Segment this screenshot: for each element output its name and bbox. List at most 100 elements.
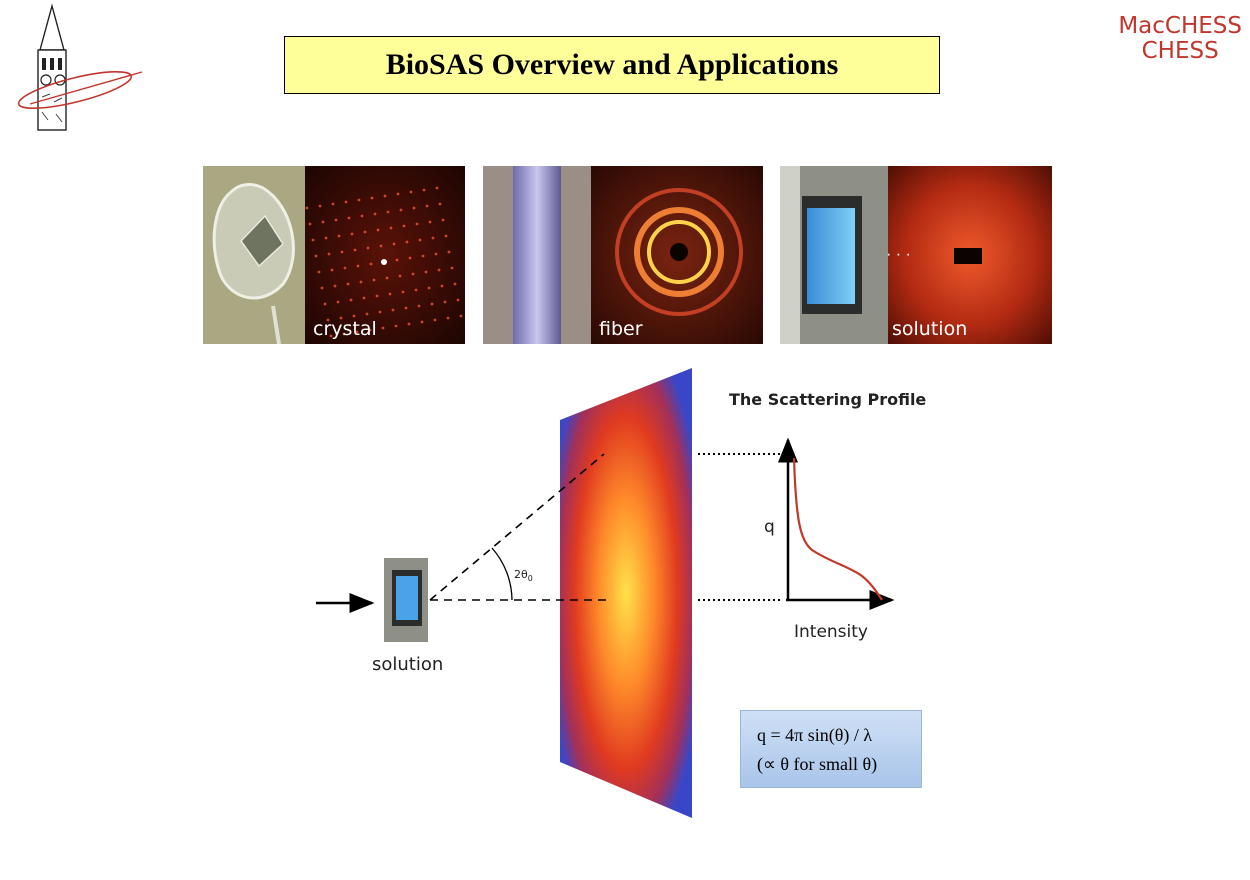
- diffraction-spot: [363, 230, 367, 234]
- diffraction-spot: [352, 314, 356, 318]
- diffraction-spot: [424, 270, 428, 274]
- org-chess: CHESS: [1141, 38, 1219, 64]
- diffraction-spot: [356, 264, 360, 268]
- diffraction-spot: [366, 246, 370, 250]
- diffraction-spot: [362, 296, 366, 300]
- diffraction-spot: [444, 234, 448, 238]
- scattering-diagram: 2θ0 The Scattering Profile q Intensity s…: [316, 368, 926, 818]
- diffraction-spot: [320, 286, 324, 290]
- diffraction-spot: [435, 186, 439, 190]
- sample-cell: [384, 558, 428, 642]
- org-label: MacCHESS CHESS: [1118, 14, 1242, 64]
- diffraction-spot: [311, 238, 315, 242]
- diffraction-spot: [447, 250, 451, 254]
- solution-panel-label: solution: [892, 318, 968, 340]
- diffraction-spot: [343, 266, 347, 270]
- diffraction-spot: [327, 252, 331, 256]
- solution-panel: · · · solution: [780, 166, 1052, 344]
- fiber-label: fiber: [599, 318, 643, 340]
- diffraction-spot: [329, 334, 333, 338]
- diffraction-spot: [333, 284, 337, 288]
- diffraction-spot: [441, 218, 445, 222]
- diffraction-spot: [446, 316, 450, 320]
- diffraction-spot: [386, 210, 390, 214]
- diffraction-spot: [433, 318, 437, 322]
- diffraction-spot: [370, 196, 374, 200]
- diffraction-spot: [360, 214, 364, 218]
- diffraction-spot: [378, 310, 382, 314]
- crystal-panel: crystal: [203, 166, 465, 344]
- diffraction-spot: [411, 272, 415, 276]
- q-formula: q = 4π sin(θ) / λ: [757, 725, 873, 745]
- diffraction-spot: [365, 312, 369, 316]
- diffraction-spot: [385, 276, 389, 280]
- diffraction-spot: [408, 256, 412, 260]
- angle-label: 2θ0: [514, 568, 533, 583]
- diffraction-spot: [414, 288, 418, 292]
- diffraction-spot: [331, 202, 335, 206]
- scattering-curve: [792, 457, 883, 601]
- slide-title: BioSAS Overview and Applications: [385, 48, 839, 81]
- diffraction-spot: [350, 232, 354, 236]
- diffraction-spot: [317, 270, 321, 274]
- diffraction-spot: [409, 190, 413, 194]
- diffraction-spot: [340, 250, 344, 254]
- diffraction-spot: [353, 248, 357, 252]
- diffraction-spot: [359, 280, 363, 284]
- q-formula-box: q = 4π sin(θ) / λ (∝ θ for small θ): [740, 710, 922, 788]
- diffraction-spot: [388, 292, 392, 296]
- diffraction-spot: [375, 294, 379, 298]
- diffraction-spot: [430, 302, 434, 306]
- diffraction-spot: [339, 316, 343, 320]
- diffraction-spot: [357, 198, 361, 202]
- diffraction-spot: [337, 234, 341, 238]
- diffraction-spot: [305, 206, 309, 210]
- diffraction-spot: [401, 290, 405, 294]
- diffraction-spot: [372, 278, 376, 282]
- diffraction-spot: [308, 222, 312, 226]
- diffraction-spot: [427, 286, 431, 290]
- sample-label: solution: [372, 654, 443, 675]
- q-axis-label: q: [764, 517, 775, 537]
- diffraction-spot: [376, 228, 380, 232]
- diffraction-spot: [395, 258, 399, 262]
- diffraction-spot: [399, 208, 403, 212]
- diffraction-spot: [383, 194, 387, 198]
- diffraction-spot: [381, 326, 385, 330]
- org-macchess: MacCHESS: [1118, 13, 1242, 39]
- ellipsis-dots: · · ·: [886, 246, 911, 263]
- chess-tower-logo: [10, 2, 145, 134]
- crystal-label: crystal: [313, 318, 377, 340]
- diffraction-spot: [428, 220, 432, 224]
- diffraction-spot: [412, 206, 416, 210]
- diffraction-spot: [425, 204, 429, 208]
- diffraction-spot: [349, 298, 353, 302]
- diffraction-spot: [314, 254, 318, 258]
- diffraction-spot: [346, 282, 350, 286]
- diffraction-spot: [321, 220, 325, 224]
- diffraction-spot: [420, 320, 424, 324]
- diffraction-spot: [434, 252, 438, 256]
- fiber-panel: fiber: [483, 166, 763, 344]
- q-formula-note: (∝ θ for small θ): [757, 754, 878, 774]
- intensity-axis-label: Intensity: [794, 622, 868, 642]
- scattered-beam-line: [429, 453, 605, 601]
- diffraction-spot: [450, 266, 454, 270]
- diffraction-spot: [368, 328, 372, 332]
- diffraction-spot: [417, 304, 421, 308]
- diffraction-spot: [373, 212, 377, 216]
- diffraction-spot: [440, 284, 444, 288]
- diffraction-spot: [318, 204, 322, 208]
- diffraction-spot: [347, 216, 351, 220]
- diffraction-spot: [334, 218, 338, 222]
- diffraction-spot: [330, 268, 334, 272]
- detector-panel: [560, 368, 692, 818]
- title-banner: BioSAS Overview and Applications: [284, 36, 940, 94]
- diffraction-spot: [379, 244, 383, 248]
- diffraction-spot: [389, 226, 393, 230]
- diffraction-spot: [324, 236, 328, 240]
- diffraction-spot: [398, 274, 402, 278]
- diffraction-spot: [344, 200, 348, 204]
- diffraction-spot: [391, 308, 395, 312]
- diffraction-spot: [326, 318, 330, 322]
